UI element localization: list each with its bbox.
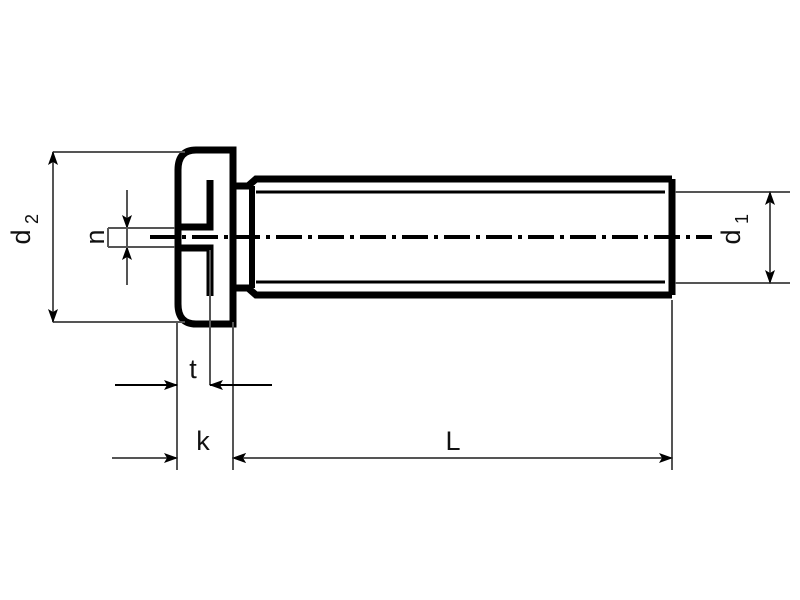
d1-label: d 1 (716, 214, 752, 245)
k-label: k (196, 426, 210, 456)
screw-head-outline (174, 146, 237, 328)
thread-major-line-top (233, 175, 672, 190)
t-label: t (189, 354, 197, 384)
dimension-n-group: n (80, 190, 175, 285)
dimension-d2-group: d 2 (6, 151, 185, 323)
n-label: n (80, 229, 110, 244)
dimension-L-group: L (232, 426, 673, 463)
L-label: L (445, 426, 460, 456)
d2-label: d 2 (6, 214, 42, 245)
slot-upper-edge (178, 180, 214, 231)
d1-subscript: 1 (732, 214, 752, 224)
screw-body-group (150, 146, 712, 328)
d2-symbol: d (6, 229, 36, 244)
n-symbol: n (80, 229, 110, 244)
thread-major-line-bottom (233, 284, 672, 299)
dimension-t-group: t (115, 354, 272, 390)
dimension-d1-group: d 1 (675, 191, 790, 284)
vertical-extension-lines-group (176, 250, 673, 470)
d2-subscript: 2 (22, 214, 42, 224)
d1-symbol: d (716, 229, 746, 244)
